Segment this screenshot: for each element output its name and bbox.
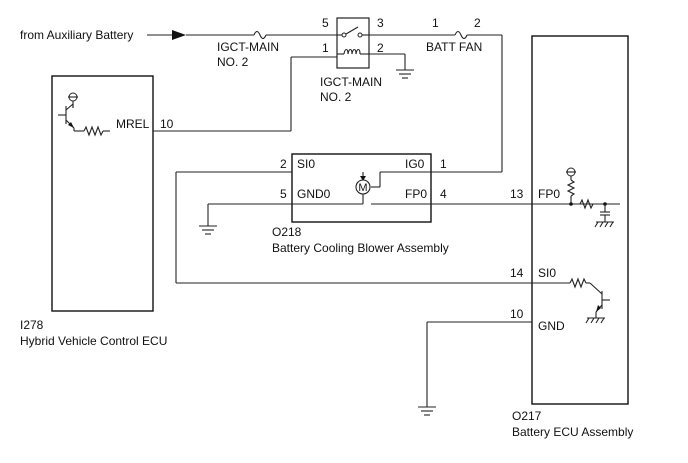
blower-pin-4-num: 4 — [440, 187, 447, 201]
batt-ecu-pin-10-label: GND — [538, 319, 565, 333]
batt-ecu-pin-13-num: 13 — [510, 187, 524, 201]
fan-supply-wire — [369, 30, 503, 188]
relay-sublabel: NO. 2 — [320, 90, 352, 104]
fp0-pullup-icon — [532, 167, 620, 228]
blower-pin-5-num: 5 — [280, 187, 287, 201]
batt-ecu-pin-14-num: 14 — [510, 266, 524, 280]
blower-pin-2-label: SI0 — [297, 157, 315, 171]
fuse2-label: BATT FAN — [426, 40, 482, 54]
batt-ecu-pin-13-label: FP0 — [538, 187, 560, 201]
relay-pin-5: 5 — [322, 16, 329, 30]
hv-control-ecu-box — [51, 75, 154, 312]
blower-name: Battery Cooling Blower Assembly — [272, 241, 449, 255]
si0-transistor-icon — [532, 277, 610, 324]
hv-ecu-signal-label: MREL — [116, 117, 150, 131]
relay-label: IGCT-MAIN — [320, 75, 382, 89]
blower-pin-4-label: FP0 — [405, 187, 427, 201]
blower-code: O218 — [272, 225, 302, 239]
relay-box — [336, 17, 370, 69]
batt-ecu-pin-10-num: 10 — [510, 307, 524, 321]
batt-ecu-name: Battery ECU Assembly — [512, 425, 633, 439]
relay-switch-icon — [337, 26, 369, 38]
fuse1-label: IGCT-MAIN — [217, 40, 279, 54]
blower-pin-1-label: IG0 — [405, 157, 425, 171]
si0-wire — [175, 171, 532, 284]
source-label: from Auxiliary Battery — [20, 28, 133, 42]
blower-pin-1-num: 1 — [440, 157, 447, 171]
power-feed-wire — [147, 30, 337, 40]
blower-pin-2-num: 2 — [280, 157, 287, 171]
blower-motor-icon: M — [292, 172, 371, 205]
fuse2-pin-1: 1 — [432, 16, 439, 30]
hv-ecu-transistor-icon — [58, 92, 110, 137]
hv-ecu-pin: 10 — [160, 117, 174, 131]
hv-ecu-code: I278 — [20, 318, 44, 332]
relay-pin-1: 1 — [322, 41, 329, 55]
relay-coil-icon — [337, 48, 369, 55]
motor-label: M — [358, 182, 367, 194]
hv-ecu-name: Hybrid Vehicle Control ECU — [20, 334, 167, 348]
mrel-wire — [153, 56, 337, 132]
relay-ground-icon — [369, 53, 414, 79]
fuse1-sublabel: NO. 2 — [217, 55, 249, 69]
batt-ecu-code: O217 — [512, 409, 542, 423]
batt-ecu-pin-14-label: SI0 — [538, 266, 556, 280]
relay-pin-2: 2 — [377, 41, 384, 55]
battery-ecu-ground-icon — [418, 321, 532, 416]
battery-ecu-box — [531, 35, 629, 405]
fuse2-pin-2: 2 — [474, 16, 481, 30]
blower-ground-icon — [199, 203, 292, 235]
blower-pin-5-label: GND0 — [297, 187, 331, 201]
relay-pin-3: 3 — [377, 16, 384, 30]
